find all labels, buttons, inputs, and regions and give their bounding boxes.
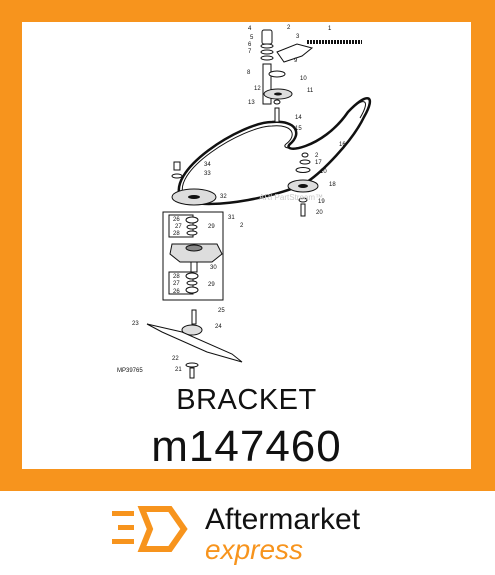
- svg-text:28: 28: [173, 231, 180, 237]
- svg-text:1: 1: [328, 26, 332, 32]
- svg-text:31: 31: [228, 215, 235, 221]
- svg-text:22: 22: [172, 356, 179, 362]
- svg-text:17: 17: [315, 160, 322, 166]
- svg-text:18: 18: [329, 182, 336, 188]
- svg-text:16: 16: [339, 142, 346, 148]
- svg-text:32: 32: [220, 194, 227, 200]
- svg-text:29: 29: [208, 282, 215, 288]
- spindle-housing: [169, 243, 223, 263]
- svg-text:9: 9: [294, 58, 298, 64]
- svg-text:27: 27: [173, 281, 180, 287]
- brand-name-line1: Aftermarket: [205, 503, 361, 536]
- spindle-top: [261, 29, 273, 45]
- svg-text:2: 2: [315, 153, 319, 159]
- brand-name-line2: express: [205, 534, 304, 565]
- svg-text:6: 6: [248, 42, 252, 48]
- svg-text:4: 4: [248, 26, 252, 32]
- drive-belt: [177, 97, 372, 206]
- svg-text:2: 2: [287, 25, 291, 31]
- svg-text:15: 15: [295, 126, 302, 132]
- idler-arm: [276, 43, 314, 63]
- brand-footer: [0, 491, 495, 575]
- svg-text:24: 24: [215, 324, 222, 330]
- mower-blade: [146, 323, 243, 363]
- svg-text:34: 34: [204, 162, 211, 168]
- forward-hexagon-icon: [112, 506, 188, 552]
- svg-text:3: 3: [296, 34, 300, 40]
- svg-text:26: 26: [173, 217, 180, 223]
- svg-text:20: 20: [316, 210, 323, 216]
- svg-text:2: 2: [240, 223, 244, 229]
- svg-text:12: 12: [254, 86, 261, 92]
- svg-text:14: 14: [295, 115, 302, 121]
- svg-text:7: 7: [248, 49, 252, 55]
- part-number: m147460: [151, 422, 342, 471]
- svg-text:5: 5: [250, 35, 254, 41]
- svg-text:26: 26: [173, 289, 180, 295]
- svg-text:21: 21: [175, 367, 182, 373]
- svg-text:30: 30: [210, 265, 217, 271]
- svg-text:29: 29: [208, 224, 215, 230]
- svg-text:8: 8: [247, 70, 251, 76]
- svg-text:33: 33: [204, 171, 211, 177]
- svg-text:10: 10: [320, 169, 327, 175]
- svg-text:25: 25: [218, 308, 225, 314]
- blade-adapter: [181, 324, 203, 336]
- figure-code: MP39765: [117, 368, 143, 374]
- diagram-watermark: ARI PartStream™: [259, 193, 323, 202]
- svg-text:28: 28: [173, 274, 180, 280]
- svg-text:11: 11: [307, 88, 314, 94]
- product-name: BRACKET: [176, 384, 317, 416]
- svg-text:13: 13: [248, 100, 255, 106]
- svg-text:19: 19: [318, 199, 325, 205]
- svg-text:23: 23: [132, 321, 139, 327]
- svg-text:10: 10: [300, 76, 307, 82]
- svg-text:27: 27: [175, 224, 182, 230]
